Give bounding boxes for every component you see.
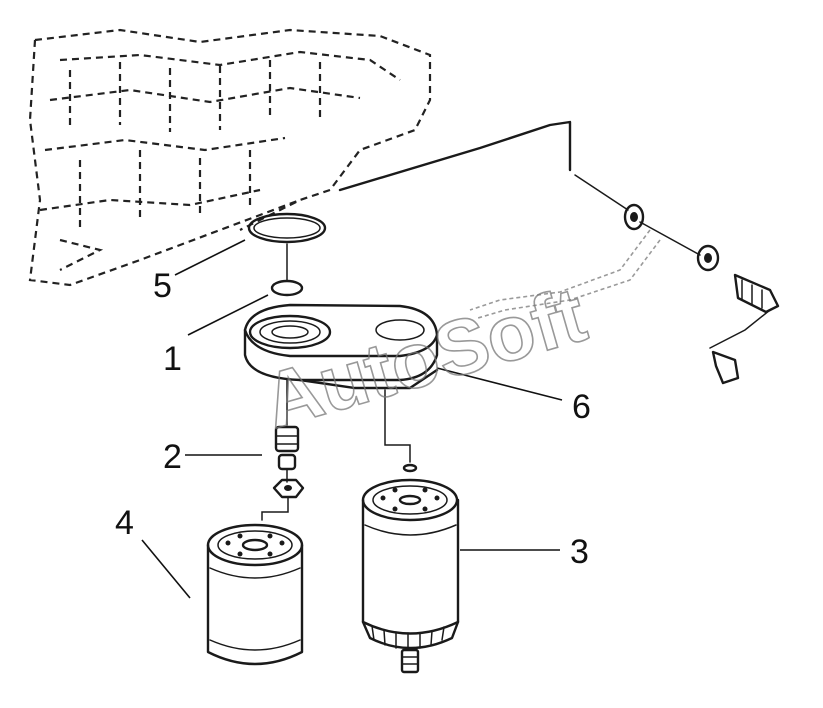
return-pipe	[469, 229, 661, 319]
large-o-ring-part-5	[247, 212, 327, 244]
small-seal-ring-part-1	[270, 279, 304, 297]
fuel-line	[338, 120, 701, 256]
callout-2: 2	[163, 438, 182, 476]
callout-leaders	[141, 239, 563, 599]
fuel-filter-separator-part-3	[361, 389, 460, 674]
watermark-text: AutoSoft	[254, 270, 595, 445]
engine-block	[28, 28, 432, 287]
callout-5: 5	[153, 267, 172, 305]
callout-1: 1	[163, 340, 182, 378]
filter-cartridge-part-4	[206, 523, 304, 666]
callout-3: 3	[570, 533, 589, 571]
adapter-nipple-part-2	[261, 379, 305, 521]
filter-head-part-6	[243, 303, 439, 390]
banjo-fitting	[623, 203, 780, 385]
callout-6: 6	[572, 388, 591, 426]
callout-4: 4	[115, 504, 134, 542]
